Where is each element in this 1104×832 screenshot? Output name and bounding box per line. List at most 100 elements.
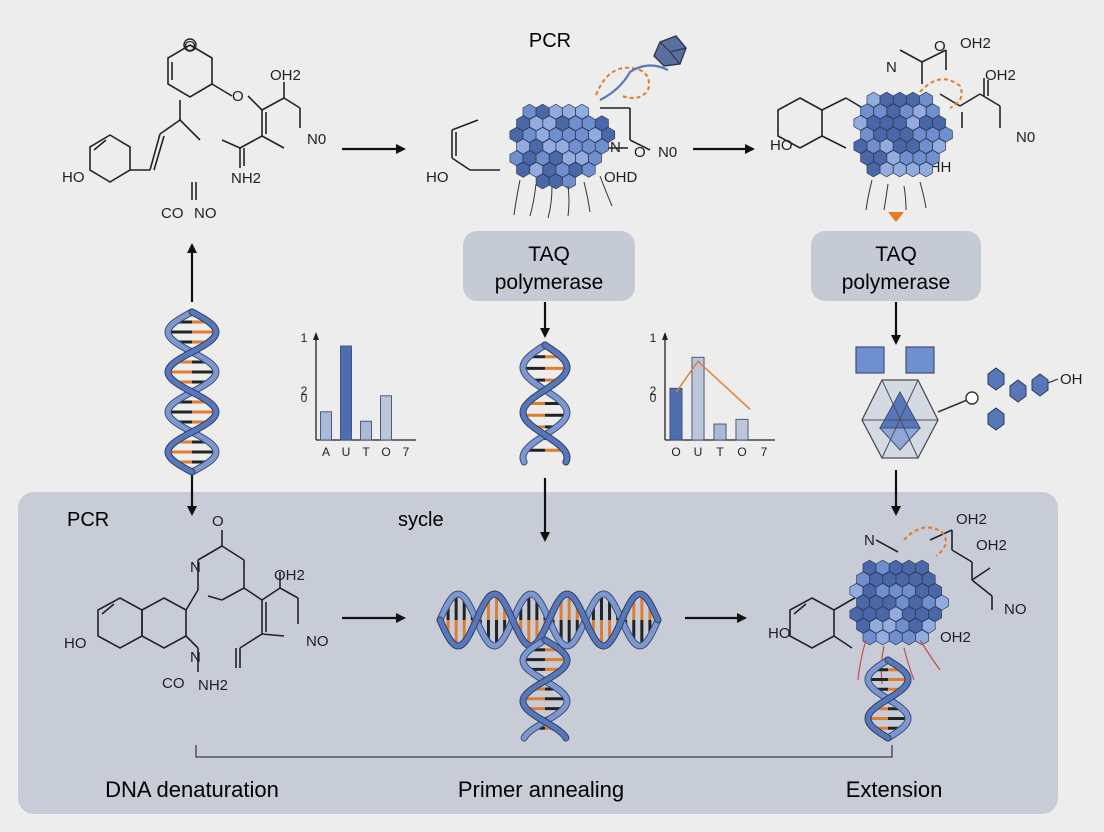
chart2-xtick-4: 7 [761,445,768,459]
m3-oh2-b: OH2 [985,67,1016,84]
m2-ho: HO [426,169,449,186]
chart1-bar-3 [380,395,392,441]
protein2-bead-39 [879,161,894,178]
m4-ho: HO [64,635,87,652]
protein2-bead-40 [892,161,907,178]
m3-oh2: OH2 [960,35,991,52]
chart1-bar-0 [320,411,332,441]
dna-helix-left [164,308,220,476]
dna-left-strand-a [165,309,219,475]
hexagon-crystal-icon [861,379,939,459]
molecule-5: OH2 OH2 N HO NO OH2 [768,511,1027,685]
hex-oh-label: OH [1060,371,1083,388]
chart1-ytick-0: 1 [301,331,308,345]
chart2-xtick-1: U [694,445,703,459]
m1-o-top: O [184,38,196,55]
hexagon-chain-icon: OH [937,367,1083,431]
m4-oh2: OH2 [274,567,305,584]
m1-oh2: OH2 [270,67,301,84]
panel-subtitle: sycle [398,509,444,531]
flow-arrows [187,144,904,623]
protein1-bead-34 [516,161,530,178]
chart2-ytick-0: 1 [650,331,657,345]
molecule-2: HO N O N0 OHD [426,35,687,219]
chart1-xtick-0: A [322,445,330,459]
orange-strand-1 [595,66,650,99]
m5-oh2c: OH2 [940,629,971,646]
protein1-bead-40 [535,173,550,190]
top-title: PCR [529,30,571,52]
orange-strand-2 [919,78,963,109]
m1-ho: HO [62,169,85,186]
chart2-xtick-3: O [737,445,746,459]
chart1-xtick-4: 7 [403,445,410,459]
protein3-bead-37 [921,617,936,634]
m2-ohd: OHD [604,169,638,186]
dna-anneal-strand-a [520,637,570,741]
dna-helix-extension [864,656,912,742]
m5-no: NO [1004,601,1027,618]
dna-center-strand-a [520,342,570,465]
dna-center-strand-b [520,342,570,465]
chart2-bar-0 [669,387,683,441]
m5-oh2b: OH2 [976,537,1007,554]
protein-2-tendrils [865,179,927,211]
m1-co: CO [161,205,184,222]
chart2-ytick-2: 0 [650,391,657,405]
m5-oh2: OH2 [956,511,987,528]
taq-box-1: TAQ polymerase [463,231,635,301]
chart2-bar-2 [713,423,727,441]
molecule-1: O O OH2 NH2 N0 HO CO NO [62,38,326,222]
taq-box-1-line1: TAQ [528,243,570,266]
m2-n: N [610,139,621,156]
protein1-bead-41 [548,173,563,190]
step-annealing-label: Primer annealing [458,777,624,802]
protein-1-tendrils [513,175,613,219]
m1-no: NO [194,205,217,222]
m3-ho: HO [770,137,793,154]
protein1-bead-42 [562,173,576,190]
protein-blob-3 [849,559,949,646]
chart2-bar-3 [735,418,749,441]
chart1-bar-1 [340,345,352,441]
chart2-xtick-2: T [716,445,724,459]
dna-helix-annealing-horizontal [436,590,662,650]
m1-nh2: NH2 [231,170,261,187]
m3-o: O [934,38,946,55]
protein3-bead-42 [915,629,929,646]
chart1-bar-2 [360,420,372,441]
chart1-ytick-2: 0 [301,391,308,405]
protein1-bead-26 [595,138,609,155]
orange-arrow-icon [888,212,904,222]
hexagon-cube-icon [653,35,687,67]
protein2-bead-37 [925,149,940,166]
chart1-ytick-1: 2 [301,384,308,398]
m4-n: N [190,559,201,576]
step-extension-label: Extension [846,777,943,802]
dna-ext-strand-a [865,657,911,741]
m3-n: N [886,59,897,76]
square-icon-right [905,346,935,374]
protein-blob-1 [509,103,616,190]
m4-no: NO [306,633,329,650]
molecule-4: O OH2 N N HO NO CO NH2 [64,513,329,694]
m5-ho: HO [768,625,791,642]
dna-horizontal-strand-a [437,591,661,649]
chart2-xtick-0: O [671,445,680,459]
m1-n0: N0 [307,131,326,148]
protein1-bead-39 [581,161,596,178]
m2-o: O [634,144,646,161]
dna-helix-annealing-vertical [519,636,571,742]
m4-o: O [212,513,224,530]
chart1-xtick-1: U [342,445,351,459]
m5-n: N [864,532,875,549]
chart2-ytick-1: 2 [650,384,657,398]
chart2-y-arrow [662,332,668,340]
taq-box-1-line2: polymerase [495,271,604,294]
chart2-trend-line [675,360,751,410]
taq-box-2: TAQ polymerase [811,231,981,301]
taq-box-2-line2: polymerase [842,271,951,294]
m2-n0: N0 [658,144,677,161]
